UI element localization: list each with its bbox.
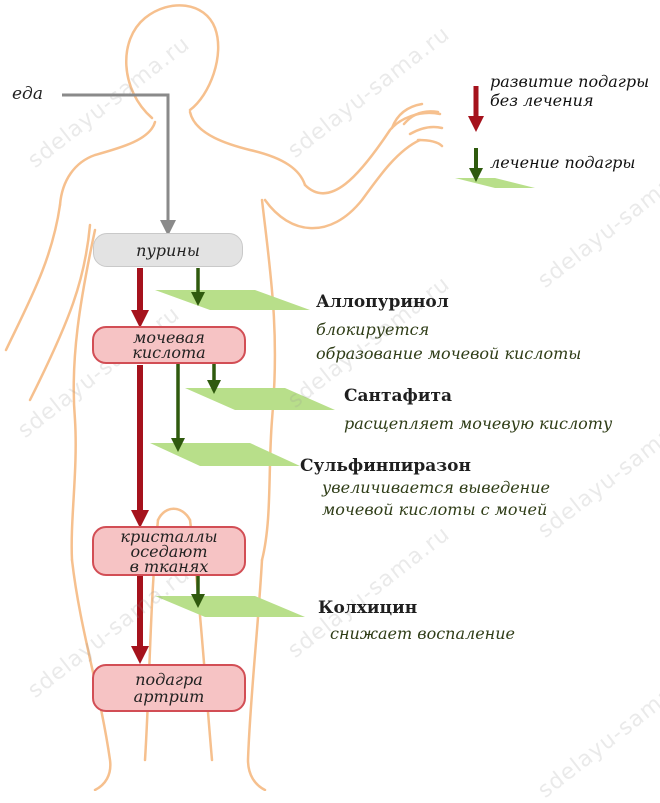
- drug-desc-santafita: расщепляет мочевую кислоту: [344, 414, 613, 433]
- legend-untreated-line1: развитие подагры: [490, 72, 650, 91]
- left-leg-outline: [70, 558, 112, 791]
- head-outline: [125, 4, 220, 120]
- drug-desc-sulfinpyrazone-line2: мочевой кислоты с мочей: [322, 500, 548, 519]
- legend-untreated-arrow: [468, 86, 484, 132]
- drug-desc-allopurinol-line2: образование мочевой кислоты: [316, 344, 582, 363]
- torso-right-outline: [260, 198, 277, 562]
- sulfinpyrazone-plane: [150, 443, 300, 466]
- torso-left-outline: [70, 228, 97, 562]
- treatment-arrows: [171, 268, 221, 608]
- untreated-progression-arrows: [131, 268, 149, 664]
- legend-treatment-label: лечение подагры: [490, 153, 636, 172]
- legend-treatment-plane: [455, 178, 535, 188]
- drug-name-santafita: Сантафита: [344, 386, 453, 406]
- crystals-box: кристаллы оседают в тканях: [92, 526, 246, 576]
- drug-desc-allopurinol-line1: блокируется: [316, 320, 430, 339]
- food-label: еда: [12, 84, 43, 104]
- santafita-plane: [185, 388, 335, 410]
- left-arm-outline: [4, 203, 62, 352]
- crystals-label-line2: оседают: [130, 541, 208, 561]
- drug-name-sulfinpyrazone: Сульфинпиразон: [300, 456, 471, 476]
- drug-name-allopurinol: Аллопуринол: [316, 292, 449, 312]
- left-arm-inner-outline: [28, 223, 92, 402]
- allopurinol-plane: [155, 290, 310, 310]
- legend-treatment-arrow: [469, 148, 483, 182]
- uric-acid-label-line2: кислота: [132, 343, 206, 362]
- food-path-arrow: [62, 93, 170, 225]
- crotch-outline: [156, 507, 192, 522]
- colchicine-plane: [155, 596, 305, 617]
- crystals-label-line3: в тканях: [129, 556, 209, 576]
- drug-desc-sulfinpyrazone-line1: увеличивается выведение: [322, 478, 550, 497]
- purines-label: пурины: [136, 240, 200, 260]
- gout-label-line1: подагра: [135, 670, 203, 689]
- right-leg-outline: [246, 558, 267, 791]
- left-shoulder-outline: [58, 120, 157, 207]
- right-hand-outline: [390, 102, 444, 148]
- uric-acid-box: мочевая кислота: [92, 326, 246, 364]
- drug-desc-colchicine: снижает воспаление: [330, 624, 515, 643]
- crystals-label-line1: кристаллы: [120, 526, 218, 546]
- food-path-arrowhead: [160, 220, 176, 236]
- legend-untreated-label: развитие подагры без лечения: [490, 72, 649, 110]
- gout-label-line2: артрит: [133, 687, 205, 706]
- gout-box: подагра артрит: [92, 664, 246, 712]
- right-shoulder-outline: [188, 110, 307, 187]
- purines-box: пурины: [93, 233, 243, 267]
- legend-untreated-line2: без лечения: [490, 91, 594, 110]
- drug-name-colchicine: Колхицин: [318, 598, 418, 618]
- uric-acid-label-line1: мочевая: [133, 328, 205, 347]
- right-arm-inner-outline: [263, 138, 422, 230]
